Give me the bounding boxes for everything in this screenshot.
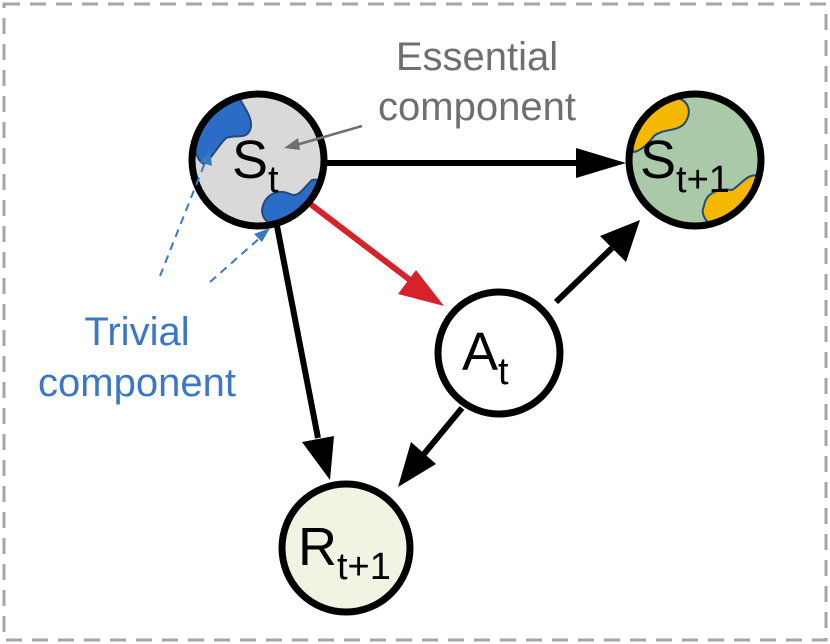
node-s-t1: St+1 — [625, 90, 765, 230]
essential-pointer — [295, 124, 363, 147]
essential-annotation: Essential component — [284, 35, 576, 150]
essential-label-line1: Essential — [396, 35, 558, 79]
trivial-label-line1: Trivial — [84, 310, 189, 354]
node-s-t-sub: t — [268, 159, 279, 201]
edge-at-to-rt1 — [398, 406, 465, 487]
node-a-t-main: A — [462, 322, 498, 382]
svg-text:St+1: St+1 — [640, 130, 730, 201]
trivial-pointer-upper — [159, 159, 207, 277]
svg-text:At: At — [462, 322, 509, 393]
node-s-t1-main: S — [640, 130, 676, 190]
trivial-pointer-lower — [209, 235, 263, 283]
svg-text:St: St — [232, 130, 279, 201]
node-r-t1-main: R — [298, 517, 337, 577]
node-r-t1: Rt+1 — [278, 480, 414, 616]
node-r-t1-circle — [278, 480, 414, 616]
edge-st-to-st1 — [326, 148, 626, 178]
essential-label-line2: component — [378, 85, 576, 129]
node-s-t-main: S — [232, 130, 268, 190]
edge-st-to-at — [307, 200, 444, 306]
edge-st-to-rt1 — [274, 225, 334, 480]
edge-at-to-st1 — [553, 220, 640, 305]
trivial-annotation: Trivial component — [38, 150, 270, 405]
node-a-t: At — [434, 288, 564, 418]
trivial-label-line2: component — [38, 361, 236, 405]
node-a-t-sub: t — [498, 351, 509, 393]
node-r-t1-sub: t+1 — [337, 546, 391, 588]
svg-text:Rt+1: Rt+1 — [298, 517, 391, 588]
node-a-t-circle — [434, 288, 564, 418]
node-s-t1-sub: t+1 — [676, 159, 730, 201]
node-s-t: St — [188, 90, 328, 230]
